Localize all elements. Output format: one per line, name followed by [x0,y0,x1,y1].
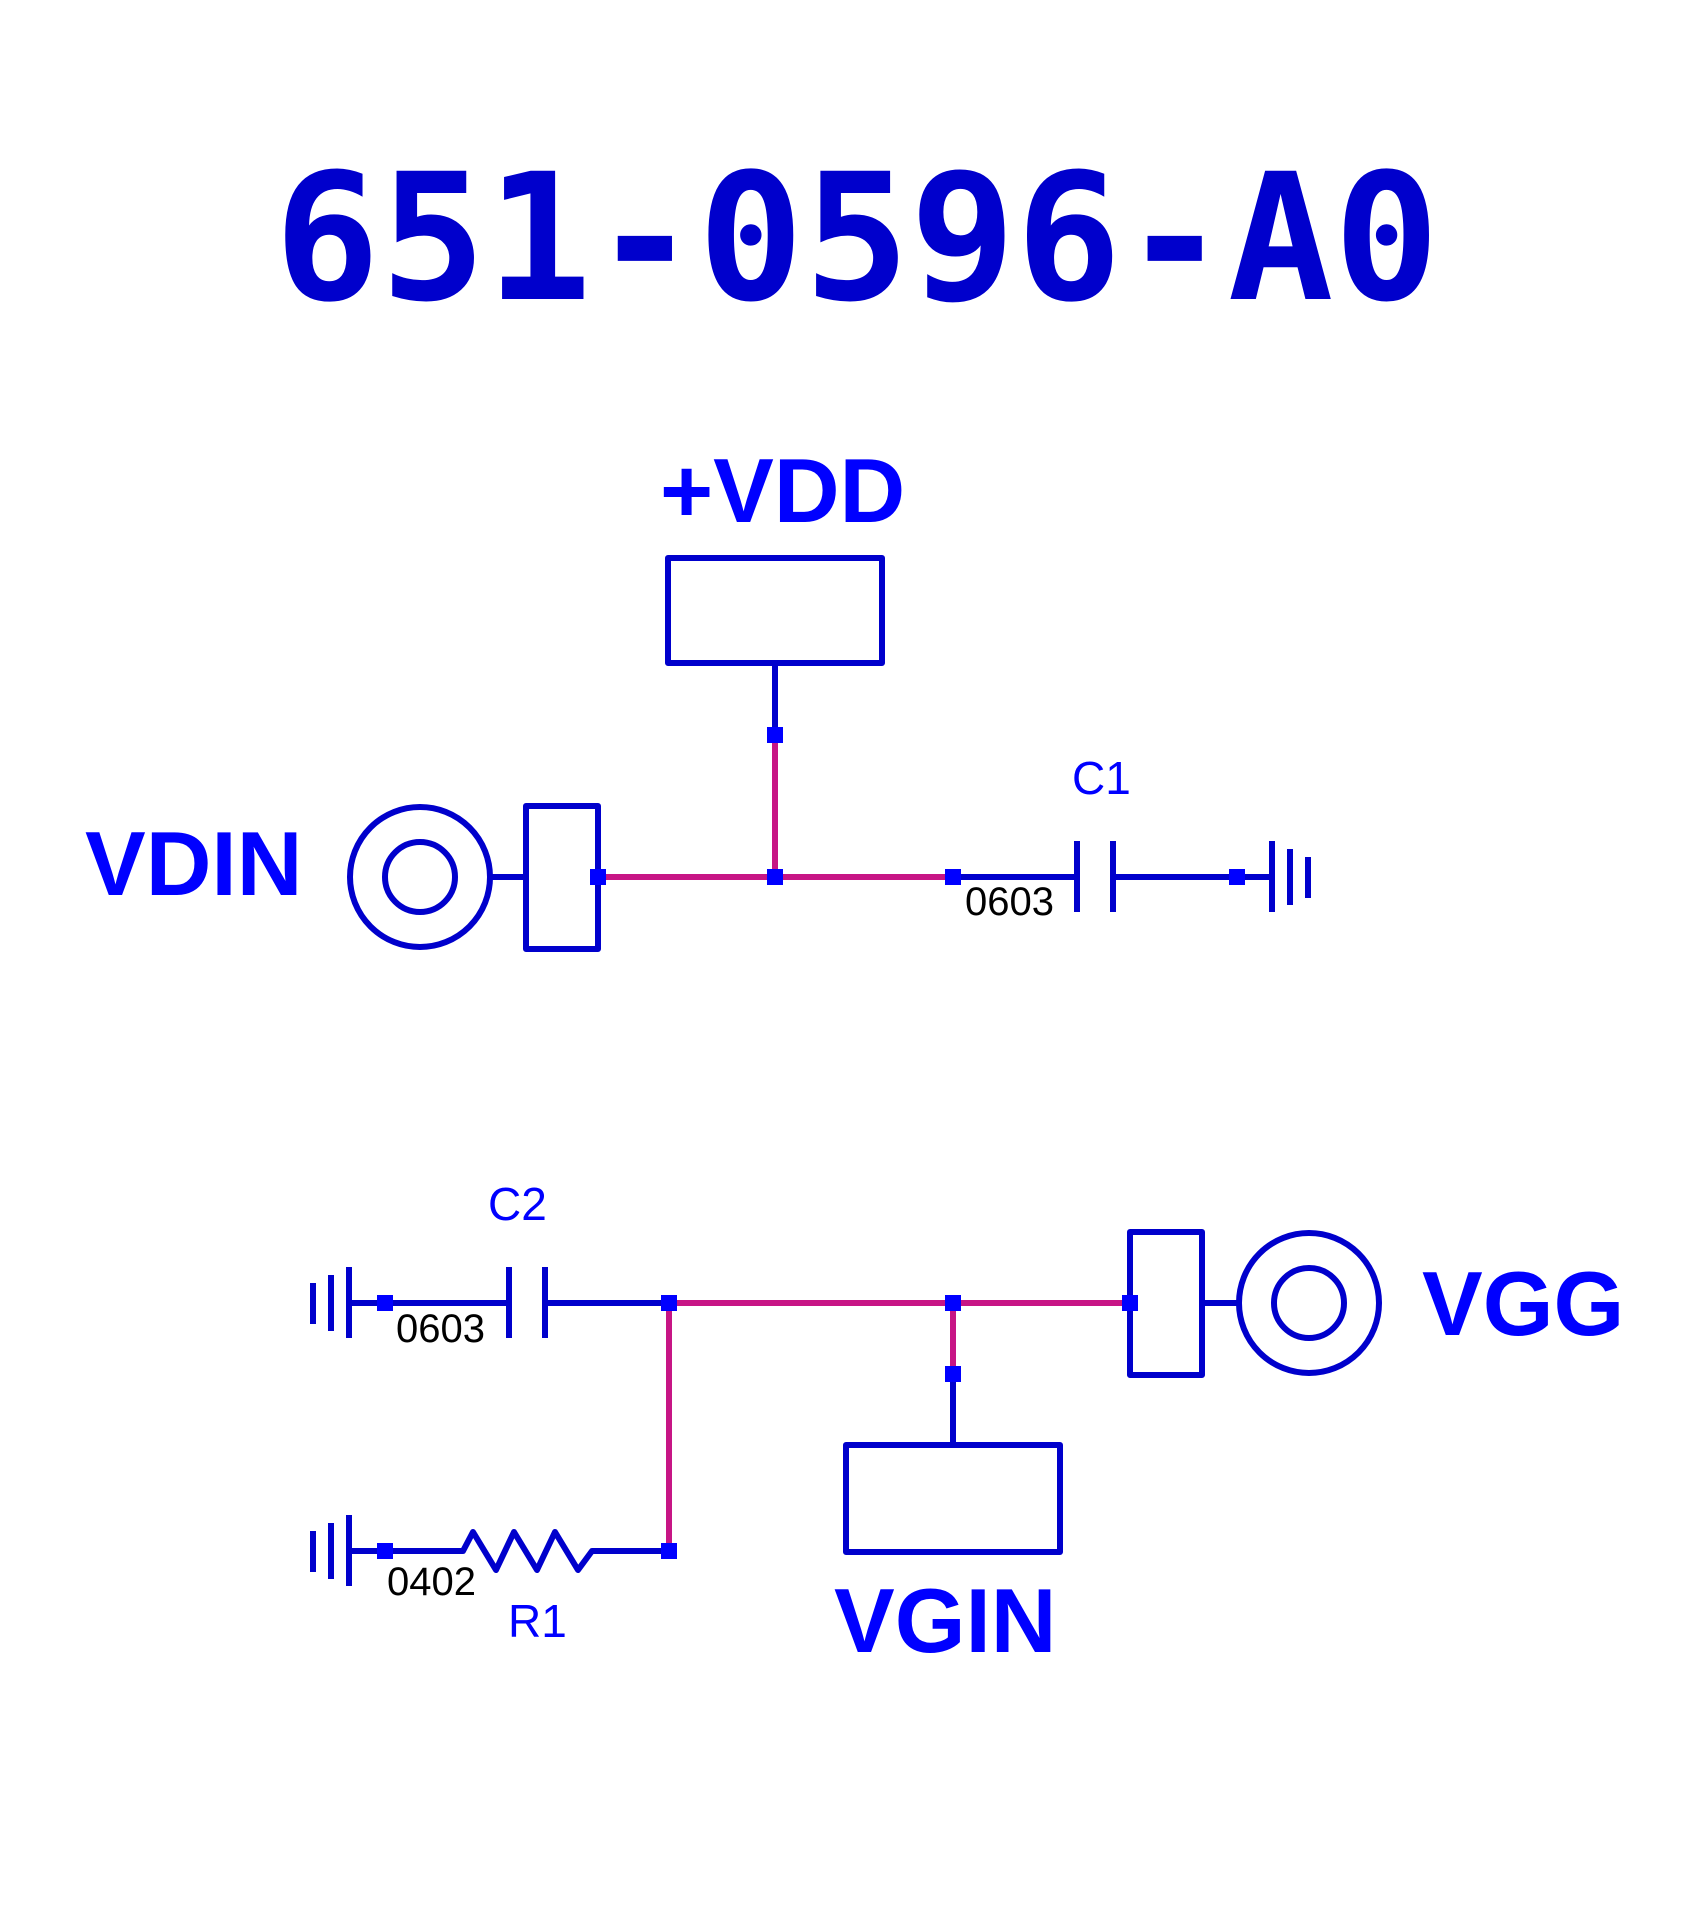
c2-pin-1[interactable] [377,1295,393,1311]
coax-port-icon [1236,1230,1382,1376]
vdd-supply-block[interactable] [665,555,885,735]
vgin-net-label: VGIN [834,1571,1056,1672]
vgg-port-label: VGG [1422,1254,1624,1355]
c2-refdes: C2 [488,1178,547,1230]
dc-supply-block-icon [665,555,885,666]
vgg-port[interactable] [1127,1229,1382,1378]
vdin-port-label: VDIN [85,814,302,915]
port-connector-body [1127,1229,1205,1378]
coax-port-icon [347,804,493,950]
vgin-junction-pin[interactable] [945,1295,961,1311]
vgg-port-pin[interactable] [1122,1295,1138,1311]
vdin-port-pin[interactable] [590,869,606,885]
vgin-supply-block[interactable] [843,1374,1063,1555]
ground-icon [310,1267,352,1338]
coax-port-inner-icon [382,839,458,915]
c2-pin-2[interactable] [661,1295,677,1311]
port-connector-body [523,803,601,952]
vdd-circuit: +VDD VDIN C1 0603 [85,441,1311,952]
vdd-supply-pin[interactable] [767,727,783,743]
vgg-circuit: C2 0603 0402 R1 VGIN [310,1178,1624,1672]
c1-pin-2[interactable] [1229,869,1245,885]
c1-pin-1[interactable] [945,869,961,885]
coax-port-inner-icon [1271,1265,1347,1341]
c2-package: 0603 [396,1307,485,1351]
vgin-supply-pin[interactable] [945,1366,961,1382]
r1-refdes: R1 [508,1595,567,1647]
c1-refdes: C1 [1072,752,1131,804]
dc-supply-block-icon [843,1442,1063,1555]
c1-package: 0603 [965,880,1054,924]
capacitor-c1[interactable]: C1 0603 [953,752,1272,924]
vdd-junction-pin[interactable] [767,869,783,885]
vdin-port[interactable] [347,803,601,952]
resistor-zigzag-icon [349,1529,669,1573]
ground-icon [1269,841,1311,912]
r1-pin-2[interactable] [661,1543,677,1559]
r1-pin-1[interactable] [377,1543,393,1559]
r1-package: 0402 [387,1560,476,1604]
vdd-net-label: +VDD [660,441,905,542]
resistor-r1[interactable]: 0402 R1 [349,1529,669,1647]
capacitor-c2[interactable]: C2 0603 [349,1178,669,1351]
ground-icon [310,1515,352,1586]
schematic-title: 651-0596-A0 [274,136,1440,341]
